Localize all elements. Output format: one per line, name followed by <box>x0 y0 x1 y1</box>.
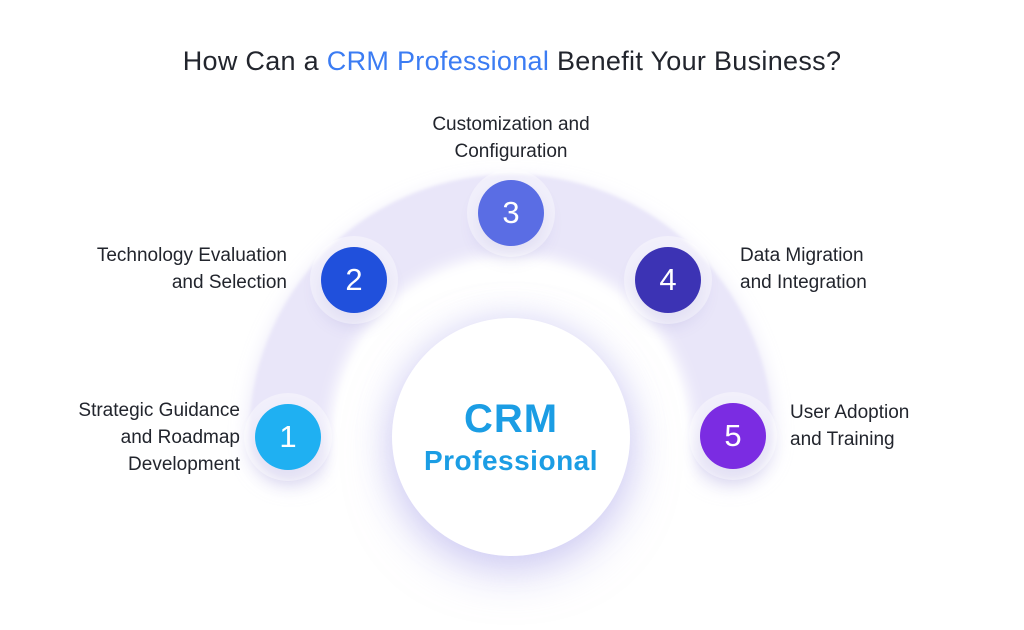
center-title: CRM <box>463 397 559 441</box>
label-data-migration: Data Migration and Integration <box>740 242 867 296</box>
page-title: How Can a CRM Professional Benefit Your … <box>0 46 1024 77</box>
title-prefix: How Can a <box>182 46 327 76</box>
label-line: Technology Evaluation <box>96 245 287 266</box>
step-number: 5 <box>724 418 742 453</box>
label-line: Strategic Guidance <box>78 400 240 421</box>
step-number: 2 <box>345 262 363 297</box>
label-line: and Training <box>790 429 895 450</box>
label-line: and Selection <box>171 272 287 293</box>
label-line: Customization and <box>432 114 590 135</box>
step-number: 4 <box>659 262 677 297</box>
center-subtitle: Professional <box>423 445 599 476</box>
label-strategic-guidance: Strategic Guidance and Roadmap Developme… <box>78 397 240 478</box>
title-suffix: Benefit Your Business? <box>549 46 842 76</box>
step-circle-1: 1 <box>255 404 321 470</box>
label-line: User Adoption <box>790 402 910 423</box>
step-circle-4: 4 <box>635 247 701 313</box>
step-circle-2: 2 <box>321 247 387 313</box>
label-user-adoption: User Adoption and Training <box>790 399 909 453</box>
step-circle-5: 5 <box>700 403 766 469</box>
label-line: and Roadmap <box>120 427 240 448</box>
label-technology-evaluation: Technology Evaluation and Selection <box>97 242 287 296</box>
center-circle: CRM Professional <box>392 318 630 556</box>
step-number: 1 <box>279 419 297 454</box>
label-line: Data Migration <box>740 245 864 266</box>
label-line: and Integration <box>740 272 867 293</box>
label-line: Development <box>128 454 240 475</box>
step-number: 3 <box>502 195 520 230</box>
title-highlight: CRM Professional <box>326 46 550 76</box>
step-circle-3: 3 <box>478 180 544 246</box>
label-line: Configuration <box>454 141 568 162</box>
label-customization-configuration: Customization and Configuration <box>381 111 641 165</box>
